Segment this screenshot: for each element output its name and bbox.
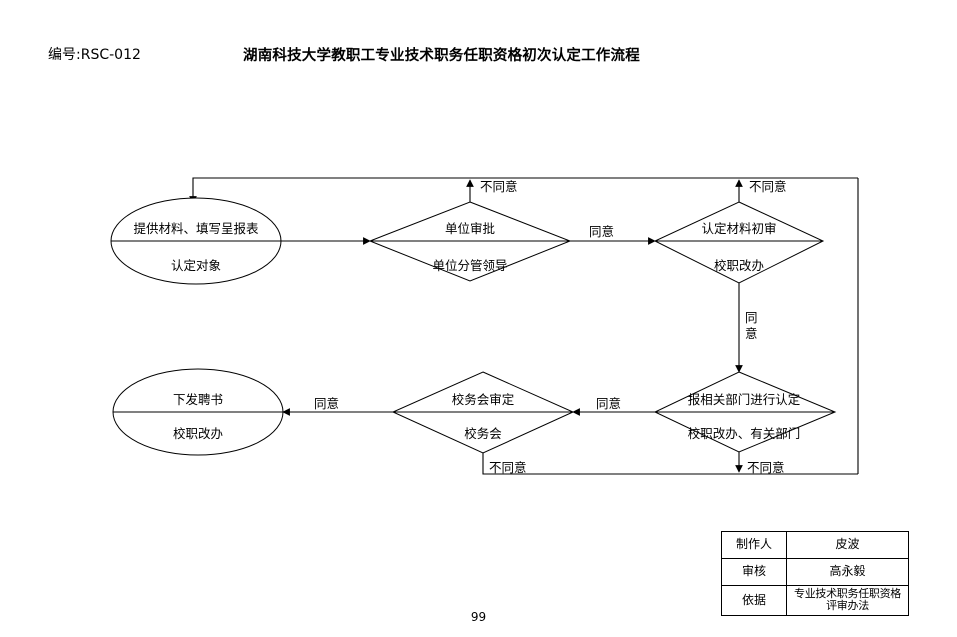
node-dept-determine: 报相关部门进行认定 校职改办、有关部门 [653,371,837,453]
info-value-reviewer: 高永毅 [786,558,909,586]
edge-label-board-review-disagree: 不同意 [489,460,527,475]
node-start-bottom-label: 认定对象 [171,258,221,273]
edge-label-material-review-agree-1: 同 [745,310,758,325]
edge-label-dept-determine-disagree: 不同意 [747,460,785,475]
table-row: 审核 高永毅 [721,558,909,586]
node-start-top-label: 提供材料、填写呈报表 [133,221,259,236]
node-board-review-bottom-label: 校务会 [464,426,502,441]
info-key-basis: 依据 [721,585,787,616]
node-issue-letter: 下发聘书 校职改办 [112,368,284,456]
edge-label-unit-approval-agree: 同意 [589,224,614,239]
info-key-reviewer: 审核 [721,558,787,586]
node-unit-approval-top-label: 单位审批 [445,221,495,236]
table-row: 依据 专业技术职务任职资格 评审办法 [721,585,909,616]
info-value-basis: 专业技术职务任职资格 评审办法 [786,585,909,616]
node-dept-determine-top-label: 报相关部门进行认定 [688,392,801,407]
node-unit-approval-bottom-label: 单位分管领导 [432,258,507,273]
node-board-review: 校务会审定 校务会 [391,371,575,454]
node-material-review-top-label: 认定材料初审 [701,221,776,236]
edge-label-board-review-agree: 同意 [314,396,339,411]
edge-board-review-disagree [482,453,858,475]
document-code: 编号:RSC-012 [48,47,141,63]
document-info-table: 制作人 皮波 审核 高永毅 依据 专业技术职务任职资格 评审办法 [721,531,909,616]
node-dept-determine-bottom-label: 校职改办、有关部门 [688,426,801,441]
table-row: 制作人 皮波 [721,531,909,559]
info-value-author: 皮波 [786,531,909,559]
node-issue-letter-top-label: 下发聘书 [173,392,223,407]
node-board-review-top-label: 校务会审定 [452,392,515,407]
edge-feedback-top-to-start [189,177,858,204]
node-issue-letter-bottom-label: 校职改办 [173,426,223,441]
info-value-basis-line2: 评审办法 [826,599,869,613]
page-number: 99 [470,610,487,624]
node-unit-approval: 单位审批 单位分管领导 [368,201,572,282]
page-title: 湖南科技大学教职工专业技术职务任职资格初次认定工作流程 [243,48,640,64]
node-material-review-bottom-label: 校职改办 [714,258,764,273]
edge-label-material-review-agree-2: 意 [745,326,758,341]
info-value-basis-line1: 专业技术职务任职资格 [794,587,901,600]
node-material-review: 认定材料初审 校职改办 [653,201,825,284]
info-key-author: 制作人 [721,531,787,559]
edge-label-material-review-disagree: 不同意 [749,179,787,194]
edge-label-dept-determine-agree: 同意 [596,396,621,411]
edge-label-unit-approval-disagree: 不同意 [480,179,518,194]
node-start: 提供材料、填写呈报表 认定对象 [110,197,282,285]
